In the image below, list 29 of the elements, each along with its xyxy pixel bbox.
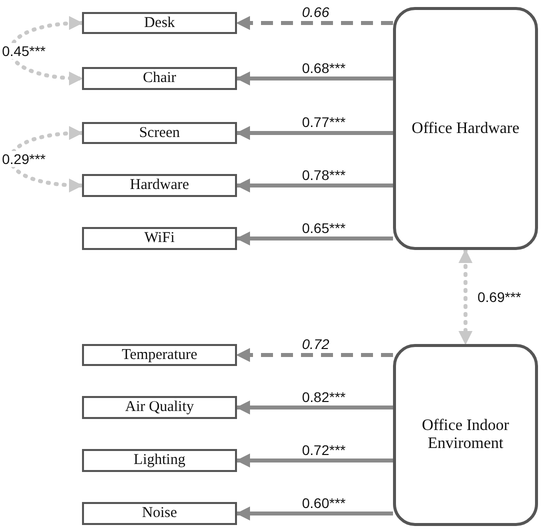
arrow [8,126,84,192]
factor-box: Office Hardware [393,7,538,250]
edge-label: 0.77*** [300,114,348,130]
indicator-box: Noise [82,502,237,525]
edge-label: 0.45*** [0,42,48,59]
arrow [236,178,393,192]
indicator-box: Chair [82,67,237,90]
arrow [236,400,393,414]
edge-label: 0.29*** [0,151,48,168]
indicator-box: Lighting [82,449,237,472]
arrow [236,72,393,86]
indicator-box: Desk [82,12,237,34]
arrow [236,16,393,30]
indicator-box: Screen [82,122,237,144]
indicator-box: Temperature [82,344,237,366]
arrow [236,454,393,468]
indicator-box: Hardware [82,174,237,197]
factor-box: Office Indoor Enviroment [393,344,538,526]
edge-label: 0.69*** [476,289,524,305]
arrow [458,248,472,346]
indicator-box: Air Quality [82,396,237,419]
edge-label: 0.72 [300,336,332,352]
arrow [236,348,393,362]
arrow [236,232,393,246]
edge-label: 0.66 [300,4,332,20]
arrow [8,16,84,85]
indicator-box: WiFi [82,227,237,250]
arrow [236,506,393,520]
arrow [236,126,393,140]
